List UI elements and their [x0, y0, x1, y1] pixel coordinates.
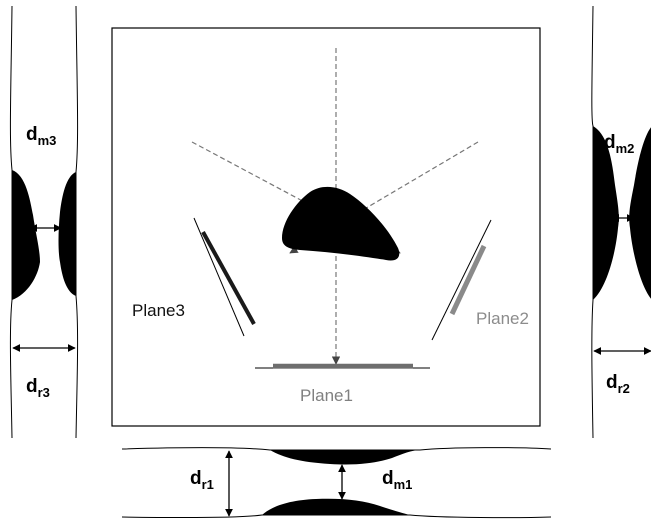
svg-text:dm3: dm3 [26, 124, 56, 148]
dm2-subscript: m2 [616, 141, 635, 156]
plane2-label: Plane2 [476, 309, 529, 328]
center-frame [111, 27, 541, 427]
dr3-label: d [26, 376, 38, 397]
dm3-label: d [26, 124, 38, 145]
plane2-detector [431, 219, 492, 341]
svg-text:dr2: dr2 [606, 372, 630, 396]
dr1-subscript: r1 [202, 477, 214, 492]
dr2-subscript: r2 [618, 381, 630, 396]
plane1-label: Plane1 [300, 386, 353, 405]
plane3-detector [193, 217, 256, 337]
svg-text:dr1: dr1 [190, 468, 214, 492]
dm2-label: d [604, 132, 616, 153]
dm1-subscript: m1 [394, 477, 413, 492]
dm3-subscript: m3 [38, 133, 57, 148]
dm1-label: d [382, 468, 394, 489]
svg-text:dr3: dr3 [26, 376, 50, 400]
plane3-label: Plane3 [132, 301, 185, 320]
svg-text:dm1: dm1 [382, 468, 412, 492]
svg-text:dm2: dm2 [604, 132, 634, 156]
dr2-label: d [606, 372, 618, 393]
plane1-detector [255, 363, 430, 369]
dr1-label: d [190, 468, 202, 489]
dr3-subscript: r3 [38, 385, 50, 400]
left-neck-profile [9, 5, 79, 439]
bottom-neck-profile [121, 447, 552, 519]
blob-shape [282, 186, 400, 261]
right-neck-profile [591, 5, 651, 439]
